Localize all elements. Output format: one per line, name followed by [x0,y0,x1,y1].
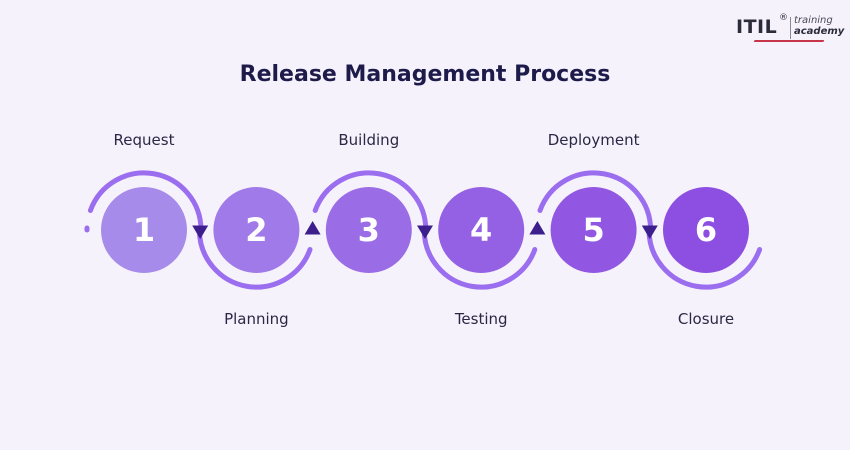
step-label-3: Building [338,131,400,149]
step-arc-4 [421,227,538,290]
arrow-down-icon-3 [417,225,433,239]
step-arc-3 [312,170,429,233]
step-number-5: 5 [582,211,605,249]
step-number-6: 6 [694,211,718,249]
step-circle-1 [101,187,187,273]
arrow-up-icon-2 [304,221,321,235]
step-circle-6 [663,187,749,273]
step-label-2: Planning [224,310,289,328]
arrow-down-icon-1 [192,225,209,239]
step-label-4: Testing [454,310,508,328]
page-title: Release Management Process [239,62,611,87]
step-label-1: Request [113,131,175,149]
logo-divider [790,17,791,39]
step-circle-4 [438,187,525,273]
arrow-down-icon-5 [641,225,658,239]
logo-registered-mark: ® [779,13,788,23]
logo-line-academy: academy [794,26,845,37]
logo-swoosh [753,40,825,42]
step-arc-6 [646,227,763,290]
step-number-4: 4 [470,211,493,249]
logo-brand: ITIL [736,16,778,38]
step-number-1: 1 [132,211,156,249]
itil-logo: ITIL ® training academy [736,12,844,46]
logo-line-training: training [794,15,833,26]
arrow-up-icon-4 [529,221,546,235]
step-arc-2 [196,227,313,290]
step-number-2: 2 [245,211,268,249]
step-circle-3 [325,187,412,273]
step-label-6: Closure [677,310,735,328]
step-circle-2 [213,187,300,273]
step-number-3: 3 [357,211,380,249]
step-circle-5 [550,187,637,273]
step-arc-5 [537,170,654,233]
step-arc-1 [87,170,204,233]
step-label-5: Deployment [547,131,640,149]
